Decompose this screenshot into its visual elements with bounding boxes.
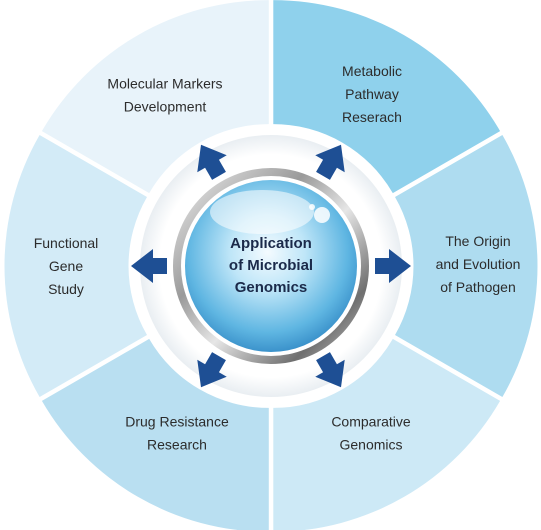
segment-0-arrow [197, 144, 227, 180]
segment-3-label-line-0: Comparative [331, 414, 411, 430]
arrows-layer [131, 144, 411, 388]
segment-1-arrow [315, 144, 345, 180]
segment-4-arrow [197, 352, 227, 388]
segment-5-label-line-2: Study [48, 281, 84, 297]
segment-2-arrow [375, 249, 411, 283]
arrow-shape [197, 144, 227, 180]
arrow-shape [315, 352, 345, 388]
segment-0-label-line-1: Development [124, 99, 207, 115]
segment-4-label-line-0: Drug Resistance [125, 414, 229, 430]
segment-5-label-line-1: Gene [49, 258, 83, 274]
segment-5 [4, 135, 148, 397]
arrow-shape [131, 249, 167, 283]
segment-2-label-line-2: of Pathogen [440, 279, 516, 295]
arrow-shape [375, 249, 411, 283]
segment-1-label-line-0: Metabolic [342, 63, 402, 79]
sphere-bubble-small [309, 204, 315, 210]
segment-3-label-line-1: Genomics [339, 437, 402, 453]
segment-1 [273, 0, 501, 194]
segment-2-label-line-1: and Evolution [436, 256, 521, 272]
segment-2-label-line-0: The Origin [445, 233, 510, 249]
segment-3 [273, 338, 501, 530]
center-title-line-2: of Microbial [229, 257, 313, 274]
arrow-shape [197, 352, 227, 388]
sphere-bubble-large [314, 207, 330, 223]
segment-4 [41, 338, 269, 530]
segment-1-label-line-1: Pathway [345, 86, 399, 102]
segment-4-label-line-1: Research [147, 437, 207, 453]
sphere-highlight [210, 190, 314, 234]
segment-1-label-line-2: Reserach [342, 109, 402, 125]
segment-0 [41, 0, 269, 194]
arrow-shape [315, 144, 345, 180]
segment-5-arrow [131, 249, 167, 283]
center-title-line-1: Application [230, 235, 312, 252]
center-title-line-3: Genomics [235, 279, 308, 296]
segment-5-label-line-0: Functional [34, 235, 99, 251]
segment-3-arrow [315, 352, 345, 388]
center-sphere: Application of Microbial Genomics [173, 168, 369, 364]
segments-layer [4, 0, 538, 530]
segment-0-label-line-0: Molecular Markers [107, 76, 222, 92]
segment-2 [395, 135, 538, 397]
